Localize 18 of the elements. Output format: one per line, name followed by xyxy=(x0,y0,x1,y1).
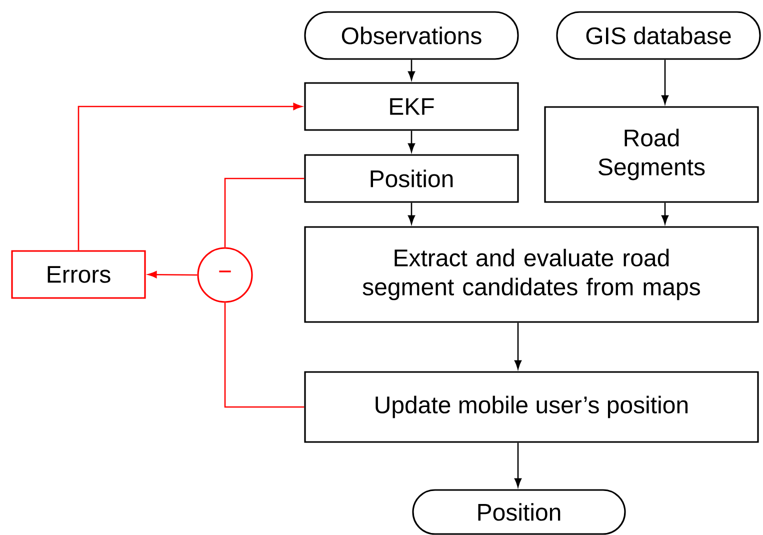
arrow xyxy=(661,202,669,224)
arrow xyxy=(78,102,302,250)
arrow xyxy=(661,60,669,104)
process-box: EKF xyxy=(304,82,519,131)
output-box: Errors xyxy=(11,250,146,299)
arrow xyxy=(408,202,416,224)
terminal-box: GIS database xyxy=(556,11,761,60)
arrow xyxy=(514,442,522,488)
terminal-box: Position xyxy=(412,489,626,535)
arrow xyxy=(408,130,416,152)
process-box: Extract and evaluate road segment candidates from maps xyxy=(304,226,759,323)
terminal-box: Observations xyxy=(304,11,519,60)
arrow xyxy=(408,60,416,80)
process-box: Update mobile user’s position xyxy=(304,371,759,443)
arrow xyxy=(514,322,522,370)
process-box: Position xyxy=(304,154,519,203)
arrow xyxy=(148,271,198,278)
process-box: Road Segments xyxy=(544,106,759,203)
